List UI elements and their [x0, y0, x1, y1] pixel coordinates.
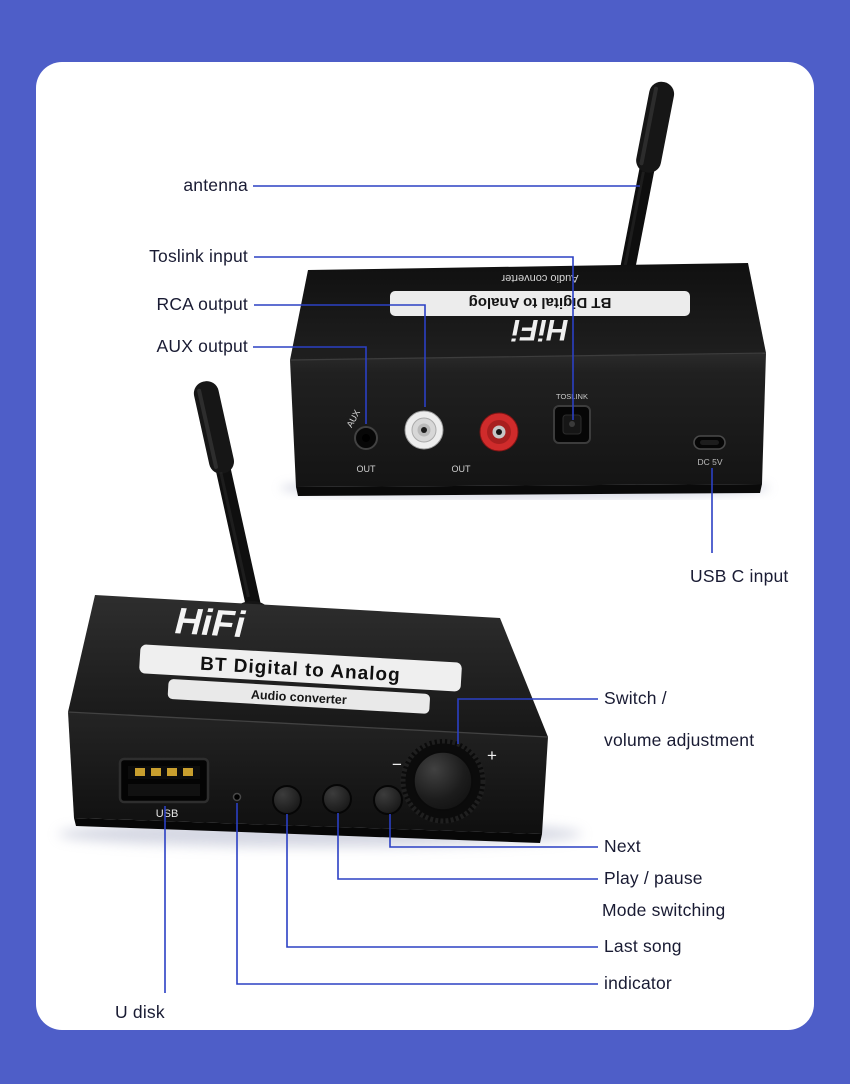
label-switch: Switch /	[604, 688, 667, 708]
brand-text-back: HiFi	[511, 313, 568, 346]
knob-minus: −	[392, 755, 402, 774]
usb-label: USB	[156, 808, 179, 820]
label-antenna: antenna	[183, 175, 248, 195]
label-toslink-input: Toslink input	[149, 246, 248, 266]
title-text-back: BT Digital to Analog	[469, 294, 612, 311]
device-back-bottom-edge	[296, 484, 762, 496]
label-next: Next	[604, 836, 641, 856]
label-mode-switching: Mode switching	[602, 900, 726, 920]
knob-plus: +	[487, 746, 497, 765]
next-button	[373, 785, 403, 815]
label-volume-adjustment: volume adjustment	[604, 730, 755, 750]
label-last-song: Last song	[604, 936, 682, 956]
top-face-print: HiFi BT Digital to Analog Audio converte…	[139, 600, 462, 714]
label-u-disk: U disk	[115, 1002, 165, 1022]
subtitle-strip	[167, 679, 430, 714]
label-play-pause: Play / pause	[604, 868, 703, 888]
usb-c-port: DC 5V	[693, 435, 726, 467]
usb-c-label: DC 5V	[697, 457, 722, 467]
title-strip	[139, 644, 462, 692]
rca-out-label: OUT	[452, 464, 472, 474]
volume-knob	[400, 738, 486, 824]
label-indicator: indicator	[604, 973, 672, 993]
label-aux-output: AUX output	[156, 336, 248, 356]
brand-text: HiFi	[174, 600, 247, 645]
last-song-button	[272, 785, 302, 815]
device-front-view: HiFi BT Digital to Analog Audio converte…	[58, 381, 582, 847]
usb-port: USB	[118, 757, 210, 820]
play-pause-button	[322, 784, 352, 814]
label-rca-output: RCA output	[156, 294, 248, 314]
aux-out-label: OUT	[357, 464, 377, 474]
label-usb-c-input: USB C input	[690, 566, 789, 586]
subtitle-text: Audio converter	[251, 688, 348, 708]
rca-white-jack	[404, 410, 444, 450]
rca-red-jack	[479, 412, 519, 452]
aux-jack-hole	[362, 434, 370, 442]
subtitle-text-back: Audio converter	[501, 272, 578, 284]
indicator-led	[232, 792, 242, 802]
antenna-icon	[193, 381, 264, 620]
